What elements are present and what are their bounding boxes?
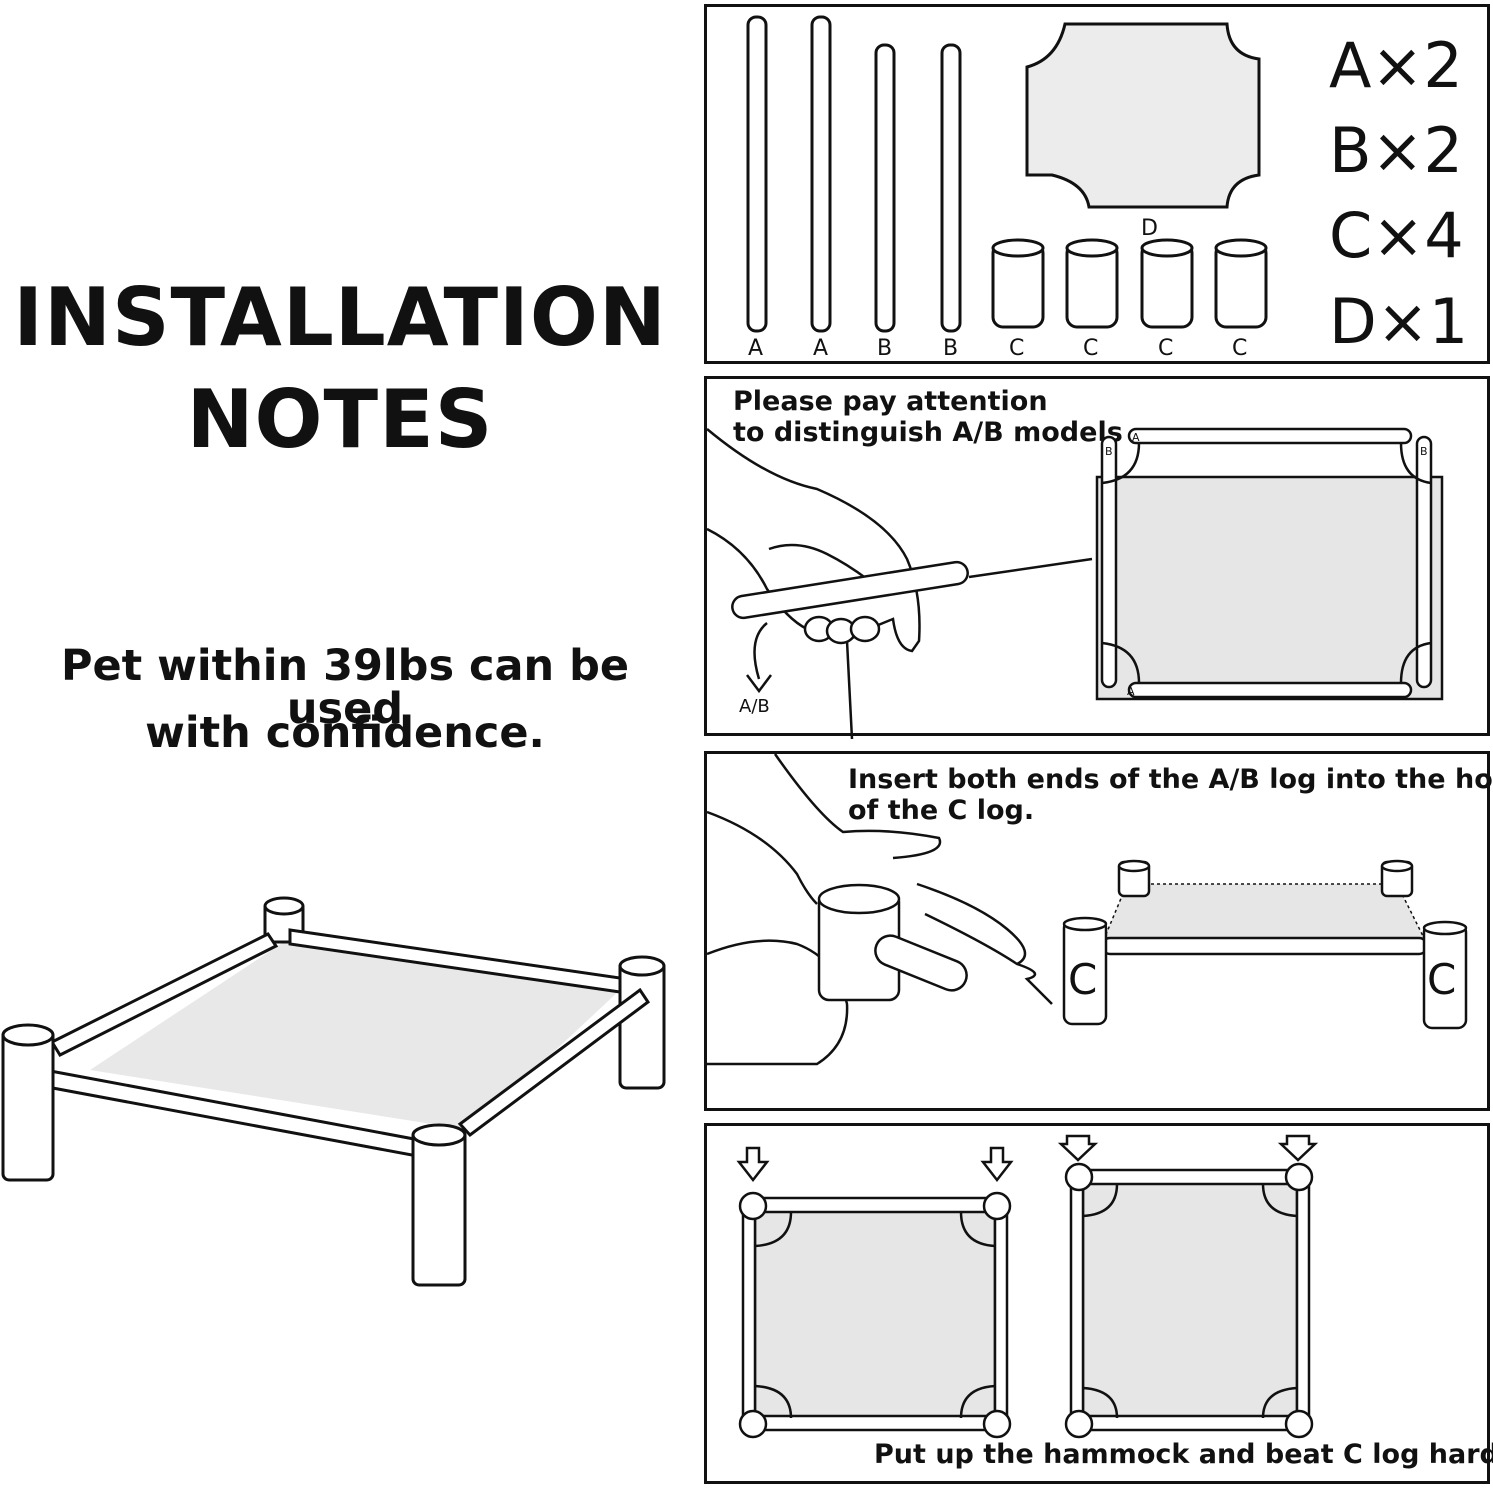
cup-c-4 <box>1214 238 1268 329</box>
tube-b-2 <box>940 43 962 333</box>
corner-label-top: A <box>1132 431 1140 444</box>
step1-illustration: A/B A B B A <box>706 427 1444 740</box>
cup-label-1: C <box>1009 336 1024 361</box>
count-d: D×1 <box>1329 285 1469 358</box>
step1-text-line-1: Please pay attention <box>733 386 1048 417</box>
tube-label-4: B <box>943 336 958 361</box>
step-insert-panel: Insert both ends of the A/B log into the… <box>704 751 1493 1111</box>
leg-label-right: C <box>1427 955 1456 1004</box>
cup-c-3 <box>1140 238 1194 329</box>
fabric-d-shape <box>1025 22 1261 209</box>
step2-text-line-2: of the C log. <box>848 795 1035 826</box>
tube-label-3: B <box>877 336 892 361</box>
tube-label-2: A <box>813 336 828 361</box>
page-title-line-2: NOTES <box>186 373 494 466</box>
page-title-line-1: INSTALLATION <box>13 271 667 364</box>
assembled-bed-illustration <box>1 896 666 1287</box>
tube-a-1 <box>746 15 768 333</box>
step3-text: Put up the hammock and beat C log hard <box>874 1439 1493 1470</box>
parts-illustration: A A B B C C C C D <box>746 15 1268 361</box>
step2-illustration: C C <box>706 753 1468 1066</box>
weight-note-line-1: Pet within 39lbs can be used <box>60 641 630 734</box>
step2-text-line-1: Insert both ends of the A/B log into the… <box>848 764 1493 795</box>
step-distinguish-panel: Please pay attention to distinguish A/B … <box>704 376 1490 740</box>
corner-label-bottom: A <box>1127 685 1135 698</box>
tube-a-2 <box>810 15 832 333</box>
cup-label-2: C <box>1083 336 1098 361</box>
count-c: C×4 <box>1329 199 1464 272</box>
fabric-label: D <box>1141 216 1158 241</box>
weight-note-line-2: with confidence. <box>145 708 545 758</box>
step3-illustration <box>736 1134 1319 1439</box>
cup-label-3: C <box>1158 336 1173 361</box>
count-b: B×2 <box>1329 114 1463 187</box>
count-a: A×2 <box>1329 29 1463 102</box>
cup-label-4: C <box>1232 336 1247 361</box>
cup-c-2 <box>1065 238 1119 329</box>
corner-label-left: B <box>1105 445 1113 458</box>
cup-c-1 <box>991 238 1045 329</box>
rod-type-label: A/B <box>739 696 770 717</box>
corner-label-right: B <box>1420 445 1428 458</box>
step-finish-panel: Put up the hammock and beat C log hard <box>704 1123 1493 1484</box>
leg-label-left: C <box>1068 955 1097 1004</box>
tube-b-1 <box>874 43 896 333</box>
tube-label-1: A <box>748 336 763 361</box>
parts-panel: A A B B C C C C D A×2 B×2 C×4 D×1 <box>704 4 1490 364</box>
step1-text-line-2: to distinguish A/B models <box>733 417 1123 448</box>
